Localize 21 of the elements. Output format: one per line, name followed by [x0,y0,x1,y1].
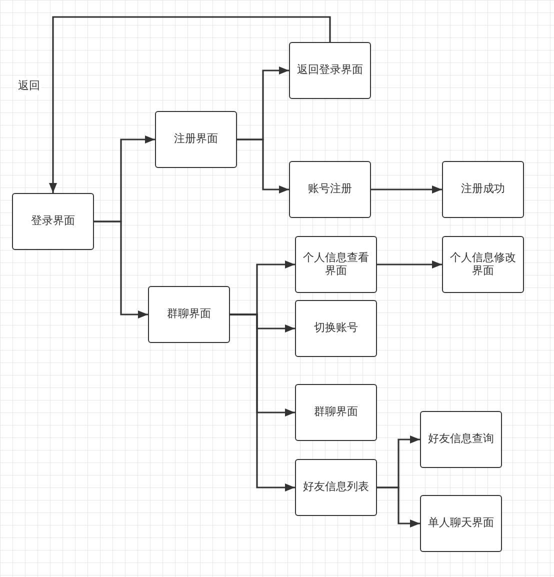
process-box: 返回登录界面 [289,42,371,99]
arrow [377,260,442,268]
process-box: 注册成功 [442,161,524,218]
process-box: 好友信息列表 [295,459,377,516]
process-box: 个人信息查看界面 [295,236,377,293]
process-box: 登录界面 [12,193,94,250]
process-box: 账号注册 [289,161,371,218]
arrow [377,486,420,528]
process-box: 群聊界面 [295,384,377,441]
process-box: 注册界面 [155,111,237,168]
process-box: 单人聊天界面 [420,495,502,552]
process-box: 群聊界面 [148,286,230,343]
process-box: 切换账号 [295,300,377,357]
arrow [49,16,331,193]
edge-label: 返回 [17,78,41,94]
process-box: 个人信息修改界面 [442,236,524,293]
arrow [94,220,148,318]
process-box: 好友信息查询 [420,411,502,468]
arrow [237,138,289,194]
arrow [230,314,295,492]
arrow [371,186,442,194]
